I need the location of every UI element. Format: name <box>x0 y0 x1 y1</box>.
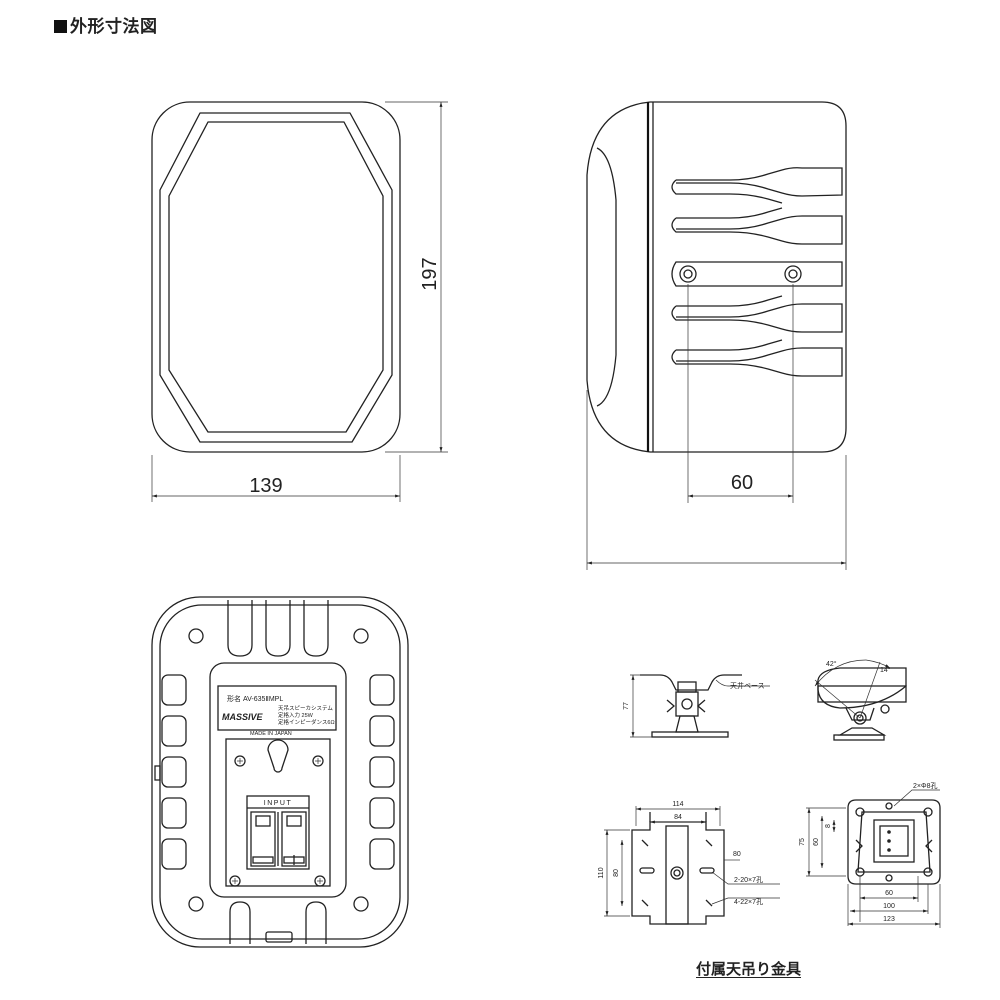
screw-hole-right <box>784 265 802 283</box>
height-dim-label: 197 <box>419 257 441 290</box>
rear-view: 形名 AV-635ⅡMPL MASSIVE 天吊スピーカシステム 定格入力 25… <box>151 596 409 948</box>
plate-b-dim-123: 123 <box>883 916 895 923</box>
page-heading: 外形寸法図 <box>54 12 158 37</box>
front-grille-outer <box>159 112 393 443</box>
rating-label <box>217 685 337 731</box>
ceiling-base-callout: 天井ベース <box>730 681 765 690</box>
plate-a-dim-80-side: 80 <box>733 851 741 858</box>
brand-logo: MASSIVE <box>222 712 264 722</box>
panel-screw-tl <box>234 755 246 767</box>
screw-hole-left <box>679 265 697 283</box>
plate-b-dim-60: 60 <box>885 890 893 897</box>
plate-a-hole-note-2: 4-22×7孔 <box>734 898 763 906</box>
input-terminal-block <box>246 795 310 870</box>
plate-a-hole-note-1: 2-20×7孔 <box>734 876 763 884</box>
bracket-caption: 付属天吊り金具 <box>696 960 802 978</box>
rear-corner-hole-tl <box>188 628 204 644</box>
side-grille-edge <box>596 147 617 407</box>
side-slots <box>671 167 843 377</box>
rear-side-ribs <box>154 674 395 870</box>
panel-screw-tr <box>312 755 324 767</box>
front-outer-body <box>151 101 401 453</box>
side-body-outline <box>650 101 847 453</box>
terminal-plus <box>281 811 307 867</box>
bracket-height-label: 77 <box>623 702 630 710</box>
minus-symbol-icon <box>252 856 274 864</box>
bracket-side-view: 77 天井ベース <box>623 674 770 738</box>
plate-b-dim-75: 75 <box>799 838 806 846</box>
width-dim-label: 139 <box>249 475 282 497</box>
rear-corner-hole-br <box>353 896 369 912</box>
plate-b-outline <box>847 799 941 885</box>
plate-b-center-square <box>873 819 915 863</box>
plate-b-hole-note: 2×Φ8孔 <box>913 782 937 790</box>
depth-dim-label: 60 <box>731 472 753 494</box>
panel-screw-bl <box>229 875 241 887</box>
rear-label-plate <box>209 662 347 898</box>
spec-line-2: 定格入力 25W <box>278 711 314 719</box>
plate-a-dim-110: 110 <box>598 867 605 878</box>
front-grille-inner <box>168 121 384 433</box>
bracket-mount-plate <box>651 731 729 738</box>
bracket-plate-b: 2×Φ8孔 75 60 8 60 100 123 <box>799 782 941 928</box>
made-in-label: MADE IN JAPAN <box>250 731 292 737</box>
tilt-angle-a-label: 42° <box>826 660 837 668</box>
ceiling-base-plate <box>640 674 742 691</box>
plate-b-dim-100: 100 <box>883 903 895 910</box>
spec-line-1: 天吊スピーカシステム <box>278 705 333 712</box>
rear-corner-hole-bl <box>188 896 204 912</box>
plate-a-dim-80-left: 80 <box>613 869 620 877</box>
bracket-plate-a: 114 84 80 110 80 2-20×7孔 4-22×7孔 <box>598 801 780 925</box>
bracket-tilt-view: 42° 14° <box>814 659 907 741</box>
terminal-panel <box>225 738 331 887</box>
rear-corner-hole-tr <box>353 628 369 644</box>
rear-bottom-ribs <box>229 901 327 944</box>
square-bullet-icon <box>54 20 67 33</box>
tilt-angle-b-label: 14° <box>880 666 891 674</box>
side-front-curve <box>586 101 651 453</box>
bracket-arm <box>675 691 699 717</box>
input-label: INPUT <box>264 800 293 807</box>
plate-a-dim-114: 114 <box>672 801 683 808</box>
keyhole-icon <box>267 739 289 773</box>
front-view: 139 197 <box>151 101 448 502</box>
rear-outer-body <box>151 596 409 948</box>
plate-a-dim-84: 84 <box>674 814 682 821</box>
side-view: 60 <box>586 101 847 570</box>
panel-screw-br <box>314 875 326 887</box>
heading-text: 外形寸法図 <box>70 17 158 37</box>
rear-top-ribs <box>227 600 329 657</box>
terminal-minus <box>250 811 276 867</box>
plate-b-dim-8: 8 <box>825 824 832 828</box>
model-label: 形名 AV-635ⅡMPL <box>227 694 283 703</box>
plate-b-dim-60-vertical: 60 <box>813 838 820 846</box>
spec-line-3: 定格インピーダンス6Ω <box>278 718 335 726</box>
